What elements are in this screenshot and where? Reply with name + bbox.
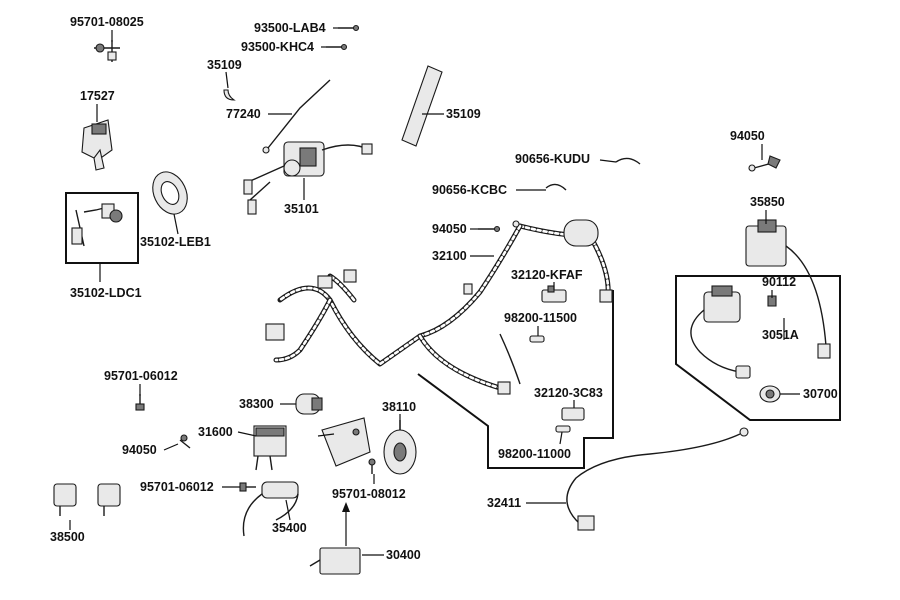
label-95701-08025: 95701-08025 <box>70 15 144 29</box>
key-set-35102-ldc1-icon <box>71 203 123 247</box>
label-31600: 31600 <box>198 425 233 439</box>
regulator-31600-icon <box>253 425 287 471</box>
label-94050-top: 94050 <box>730 129 765 143</box>
box-3051a <box>675 275 841 421</box>
label-35109-tube: 35109 <box>446 107 481 121</box>
label-35109-clip: 35109 <box>207 58 242 72</box>
leader-35400 <box>285 499 291 521</box>
label-95701-06012-lower: 95701-06012 <box>140 480 214 494</box>
lock-ring-35102-leb1-icon <box>152 171 188 215</box>
label-38500: 38500 <box>50 530 85 544</box>
clip-90656-kudu-icon <box>615 157 641 165</box>
label-32120-3c83: 32120-3C83 <box>534 386 603 400</box>
leader-31600 <box>237 431 257 437</box>
label-90112: 90112 <box>762 275 796 289</box>
label-35850: 35850 <box>750 195 785 209</box>
bolt-95701-06012-lower-icon <box>239 482 256 492</box>
screw-93500-lab4-icon <box>338 24 360 32</box>
label-17527: 17527 <box>80 89 115 103</box>
cable-32411-icon <box>566 427 749 531</box>
clip-35109-icon <box>223 89 236 101</box>
box-32100-outline <box>417 290 614 469</box>
horn-38110-icon <box>383 420 417 475</box>
nut-90112-icon <box>767 295 777 307</box>
label-32100: 32100 <box>432 249 467 263</box>
ignition-switch-35101-icon <box>243 141 373 215</box>
screw-94050-top-icon <box>748 155 781 172</box>
tube-35109-icon <box>401 65 443 147</box>
label-93500-khc4: 93500-KHC4 <box>241 40 314 54</box>
cdi-unit-30400-icon <box>309 547 361 575</box>
bolt-95701-06012-left-icon <box>135 394 145 411</box>
bolt-95701-08012-icon <box>368 458 376 474</box>
leader-35102-leb1 <box>173 213 179 235</box>
fuse-98200-11000-icon <box>555 425 571 433</box>
leader-90656-kudu <box>599 159 617 163</box>
label-94050-middle: 94050 <box>432 222 467 236</box>
label-30700: 30700 <box>803 387 838 401</box>
relay-35850-icon <box>745 219 831 359</box>
label-32120-kfaf: 32120-KFAF <box>511 268 583 282</box>
label-95701-08012: 95701-08012 <box>332 487 406 501</box>
flasher-38300-icon <box>295 393 323 415</box>
starter-relay-35400-icon <box>242 481 299 537</box>
wire-harness-32100-icon <box>265 219 613 395</box>
label-38300: 38300 <box>239 397 274 411</box>
bolt-95701-08025-icon <box>94 40 120 62</box>
bracket-17527-icon <box>81 119 113 171</box>
mounting-bracket-icon <box>317 417 371 467</box>
label-90656-kcbc: 90656-KCBC <box>432 183 507 197</box>
ignition-coil-3051a-icon <box>690 285 751 379</box>
label-3051a: 3051A <box>762 328 799 342</box>
label-77240: 77240 <box>226 107 261 121</box>
label-98200-11500: 98200-11500 <box>504 311 577 325</box>
label-98200-11000: 98200-11000 <box>498 447 571 461</box>
plug-cap-30700-icon <box>759 385 781 403</box>
leader-98200-11000 <box>559 431 563 445</box>
fuse-98200-11500-icon <box>499 333 545 385</box>
cable-77240-icon <box>262 79 331 154</box>
label-93500-lab4: 93500-LAB4 <box>254 21 326 35</box>
label-95701-06012-left: 95701-06012 <box>104 369 178 383</box>
label-94050-lower: 94050 <box>122 443 157 457</box>
label-38110: 38110 <box>382 400 416 414</box>
screw-93500-khc4-icon <box>326 43 348 51</box>
box-35102-ldc1 <box>65 192 139 264</box>
screw-94050-lower-icon <box>179 434 191 449</box>
relay-38500-icon <box>53 483 121 516</box>
label-30400: 30400 <box>386 548 421 562</box>
arrowhead-30400 <box>342 502 350 512</box>
label-32411: 32411 <box>487 496 521 510</box>
label-90656-kudu: 90656-KUDU <box>515 152 590 166</box>
leader-35109-small <box>225 71 229 89</box>
label-35400: 35400 <box>272 521 307 535</box>
label-35101: 35101 <box>284 202 319 216</box>
leader-94050-lower <box>163 443 179 451</box>
screw-94050-middle-icon <box>478 225 501 233</box>
label-35102-ldc1: 35102-LDC1 <box>70 286 142 300</box>
connector-32120-3c83-icon <box>561 407 585 421</box>
clip-90656-kcbc-icon <box>545 183 567 191</box>
label-35102-leb1: 35102-LEB1 <box>140 235 211 249</box>
